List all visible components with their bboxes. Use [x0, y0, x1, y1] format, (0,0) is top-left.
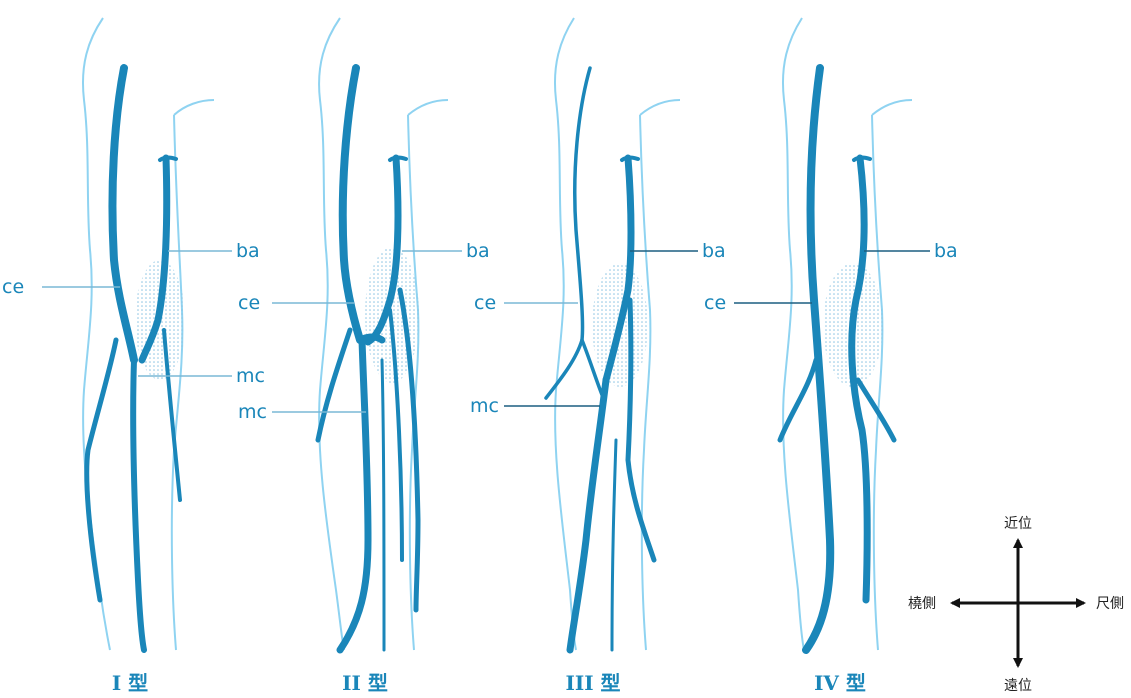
label-mc: mc — [238, 401, 267, 423]
label-ce: ce — [238, 292, 260, 314]
cephalic-vein — [112, 68, 134, 360]
forearm-vein-center — [133, 360, 144, 650]
forearm-vein-center — [570, 380, 606, 650]
label-ba: ba — [236, 240, 260, 262]
label-ulnar: 尺側 — [1096, 596, 1124, 612]
label-ba: ba — [702, 240, 726, 262]
panel-type-2: ba ce mc II 型 — [238, 18, 490, 695]
label-proximal: 近位 — [1004, 516, 1032, 532]
label-ba: ba — [934, 240, 958, 262]
type-label: IV 型 — [814, 671, 866, 695]
cephalic-vein — [343, 68, 360, 340]
veins — [87, 68, 180, 650]
cephalic-vein — [546, 68, 590, 398]
label-mc: mc — [236, 365, 265, 387]
panel-type-1: ba ce mc I 型 — [2, 18, 265, 695]
forearm-vein-ulnar-2 — [612, 440, 616, 650]
panel-type-4: ba ce IV 型 — [704, 18, 958, 695]
forearm-vein-radial — [318, 330, 350, 440]
forearm-vein-radial — [87, 340, 116, 600]
label-ce: ce — [704, 292, 726, 314]
orientation-compass: 近位 遠位 橈側 尺側 — [908, 516, 1124, 694]
label-distal: 遠位 — [1004, 678, 1032, 694]
panel-type-3: ba ce mc III 型 — [470, 18, 726, 695]
forearm-vein-center — [340, 340, 368, 650]
type-label: I 型 — [112, 671, 148, 695]
label-ce: ce — [2, 276, 24, 298]
label-ce: ce — [474, 292, 496, 314]
type-label: II 型 — [342, 671, 388, 695]
label-ba: ba — [466, 240, 490, 262]
type-label: III 型 — [565, 671, 620, 695]
label-radial: 橈側 — [908, 596, 936, 612]
forearm-vein-ulnar-3 — [382, 360, 384, 650]
label-mc: mc — [470, 395, 499, 417]
